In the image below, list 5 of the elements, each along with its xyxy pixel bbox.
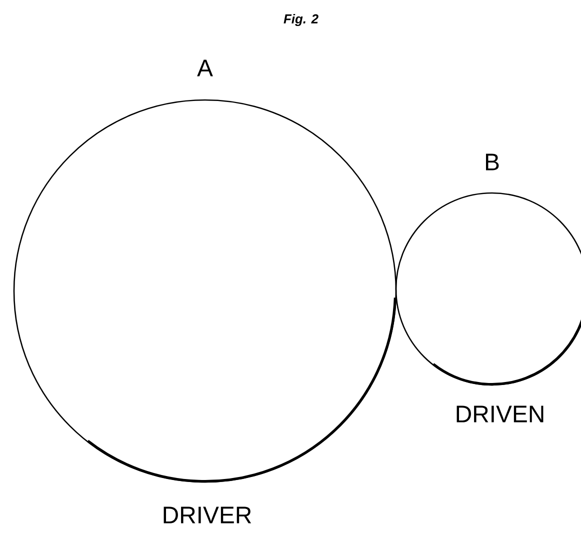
circle-caption: DRIVEN bbox=[456, 406, 544, 422]
circle-label: A bbox=[197, 60, 213, 76]
figure-title: Fig. 2 bbox=[284, 14, 318, 26]
circle-label: B bbox=[486, 154, 499, 170]
circle-caption: DRIVER bbox=[164, 506, 252, 524]
